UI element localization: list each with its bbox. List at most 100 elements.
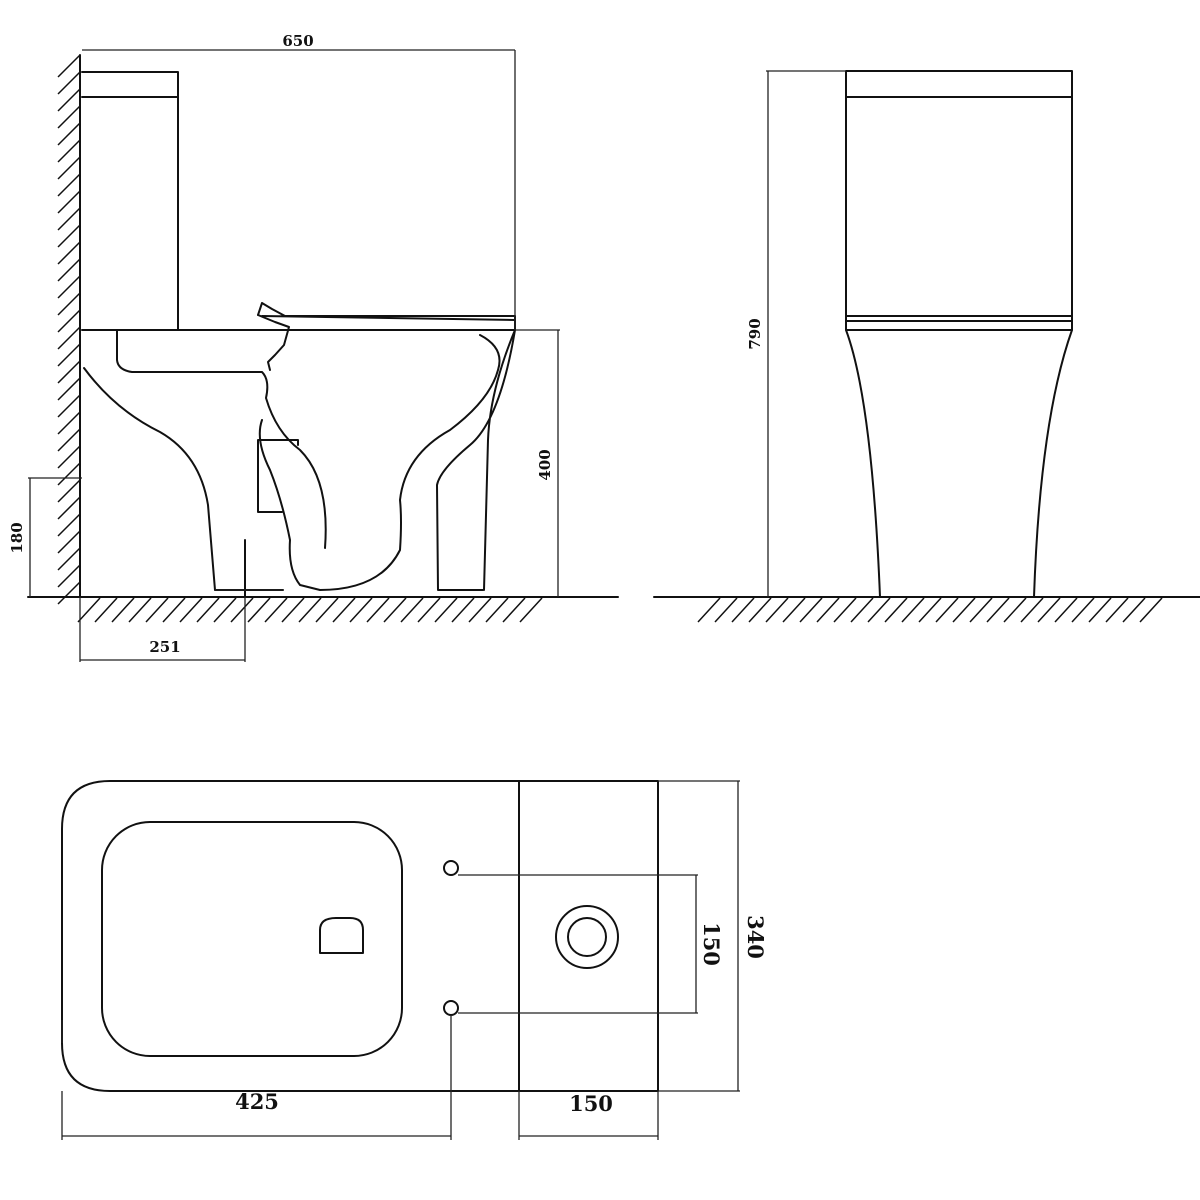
hatch-stroke — [315, 597, 339, 623]
plan-bowl-opening — [101, 821, 403, 1057]
hatch-stroke — [57, 326, 81, 350]
hatch-stroke — [57, 581, 81, 605]
hatch-stroke — [1003, 597, 1027, 623]
hatch-stroke — [57, 207, 81, 231]
hatch-stroke — [697, 597, 721, 623]
hatch-stroke — [332, 597, 356, 623]
hatch-stroke — [57, 377, 81, 401]
hatch-stroke — [57, 156, 81, 180]
dim-650-label: 650 — [282, 32, 313, 50]
hatch-stroke — [383, 597, 407, 623]
hatch-stroke — [57, 190, 81, 214]
side-elevation: 650 400 180 251 — [8, 32, 619, 662]
front-pedestal — [845, 329, 1073, 598]
hatch-stroke — [128, 597, 152, 623]
hatch-stroke — [57, 224, 81, 248]
hatch-stroke — [867, 597, 891, 623]
hatch-stroke — [1088, 597, 1112, 623]
hatch-stroke — [57, 462, 81, 486]
dim-425-label: 425 — [235, 1089, 279, 1114]
plan-outlet-outer — [555, 905, 619, 969]
hatch-stroke — [57, 564, 81, 588]
hatch-stroke — [57, 445, 81, 469]
hatch-stroke — [502, 597, 526, 623]
dim-251-label: 251 — [149, 638, 180, 656]
hatch-stroke — [57, 139, 81, 163]
hatch-stroke — [816, 597, 840, 623]
front-elevation: 790 — [653, 70, 1200, 623]
hatch-stroke — [1054, 597, 1078, 623]
dim-150-horizontal-label: 150 — [569, 1091, 613, 1116]
hatch-stroke — [349, 597, 373, 623]
hatch-stroke — [1139, 597, 1163, 623]
dim-790-label: 790 — [746, 318, 764, 349]
hatch-stroke — [57, 360, 81, 384]
seat-lid — [257, 302, 516, 331]
hatch-stroke — [884, 597, 908, 623]
hatch-stroke — [57, 428, 81, 452]
hatch-stroke — [1071, 597, 1095, 623]
hatch-stroke — [468, 597, 492, 623]
hatch-stroke — [935, 597, 959, 623]
hatch-stroke — [57, 513, 81, 537]
hatch-stroke — [162, 597, 186, 623]
hatch-stroke — [485, 597, 509, 623]
hatch-stroke — [213, 597, 237, 623]
hatch-stroke — [1037, 597, 1061, 623]
hatch-stroke — [179, 597, 203, 623]
bowl-body-outline — [83, 329, 516, 591]
wall-hatch — [57, 54, 81, 605]
floor-hatch-right — [697, 597, 1163, 623]
plan-outlet-inner — [567, 917, 607, 957]
front-cistern — [845, 70, 1073, 331]
hatch-stroke — [57, 71, 81, 95]
hatch-stroke — [145, 597, 169, 623]
hatch-stroke — [57, 309, 81, 333]
hatch-stroke — [247, 597, 271, 623]
hatch-stroke — [57, 411, 81, 435]
plan-view: 150 340 425 150 — [61, 780, 768, 1140]
hatch-stroke — [765, 597, 789, 623]
outlet-spigot — [244, 439, 299, 598]
hatch-stroke — [57, 530, 81, 554]
plan-fixing-hole-bottom — [443, 1000, 459, 1016]
hatch-stroke — [57, 105, 81, 129]
hatch-stroke — [57, 241, 81, 265]
hatch-stroke — [451, 597, 475, 623]
hatch-stroke — [434, 597, 458, 623]
hatch-stroke — [57, 343, 81, 367]
hatch-stroke — [799, 597, 823, 623]
hatch-stroke — [57, 258, 81, 282]
hatch-stroke — [1020, 597, 1044, 623]
hatch-stroke — [196, 597, 220, 623]
dim-180-label: 180 — [8, 522, 26, 553]
cistern-outline — [81, 71, 179, 331]
hatch-stroke — [782, 597, 806, 623]
hatch-stroke — [57, 275, 81, 299]
dim-150-vertical-label: 150 — [699, 922, 724, 966]
hatch-stroke — [57, 547, 81, 571]
hatch-stroke — [57, 479, 81, 503]
hatch-stroke — [57, 292, 81, 316]
floor-hatch-left — [77, 597, 543, 623]
hatch-stroke — [731, 597, 755, 623]
hatch-stroke — [57, 88, 81, 112]
hatch-stroke — [1105, 597, 1129, 623]
plan-fixing-hole-top — [443, 860, 459, 876]
plan-rim-jet — [319, 917, 364, 954]
hatch-stroke — [57, 496, 81, 520]
hatch-stroke — [519, 597, 543, 623]
hatch-stroke — [264, 597, 288, 623]
hatch-stroke — [57, 173, 81, 197]
hatch-stroke — [918, 597, 942, 623]
hatch-stroke — [714, 597, 738, 623]
hatch-stroke — [748, 597, 772, 623]
hatch-stroke — [77, 597, 101, 623]
hatch-stroke — [850, 597, 874, 623]
hatch-stroke — [57, 394, 81, 418]
hatch-stroke — [111, 597, 135, 623]
plan-outline — [61, 780, 659, 1092]
dim-400-label: 400 — [536, 449, 554, 480]
hatch-stroke — [952, 597, 976, 623]
